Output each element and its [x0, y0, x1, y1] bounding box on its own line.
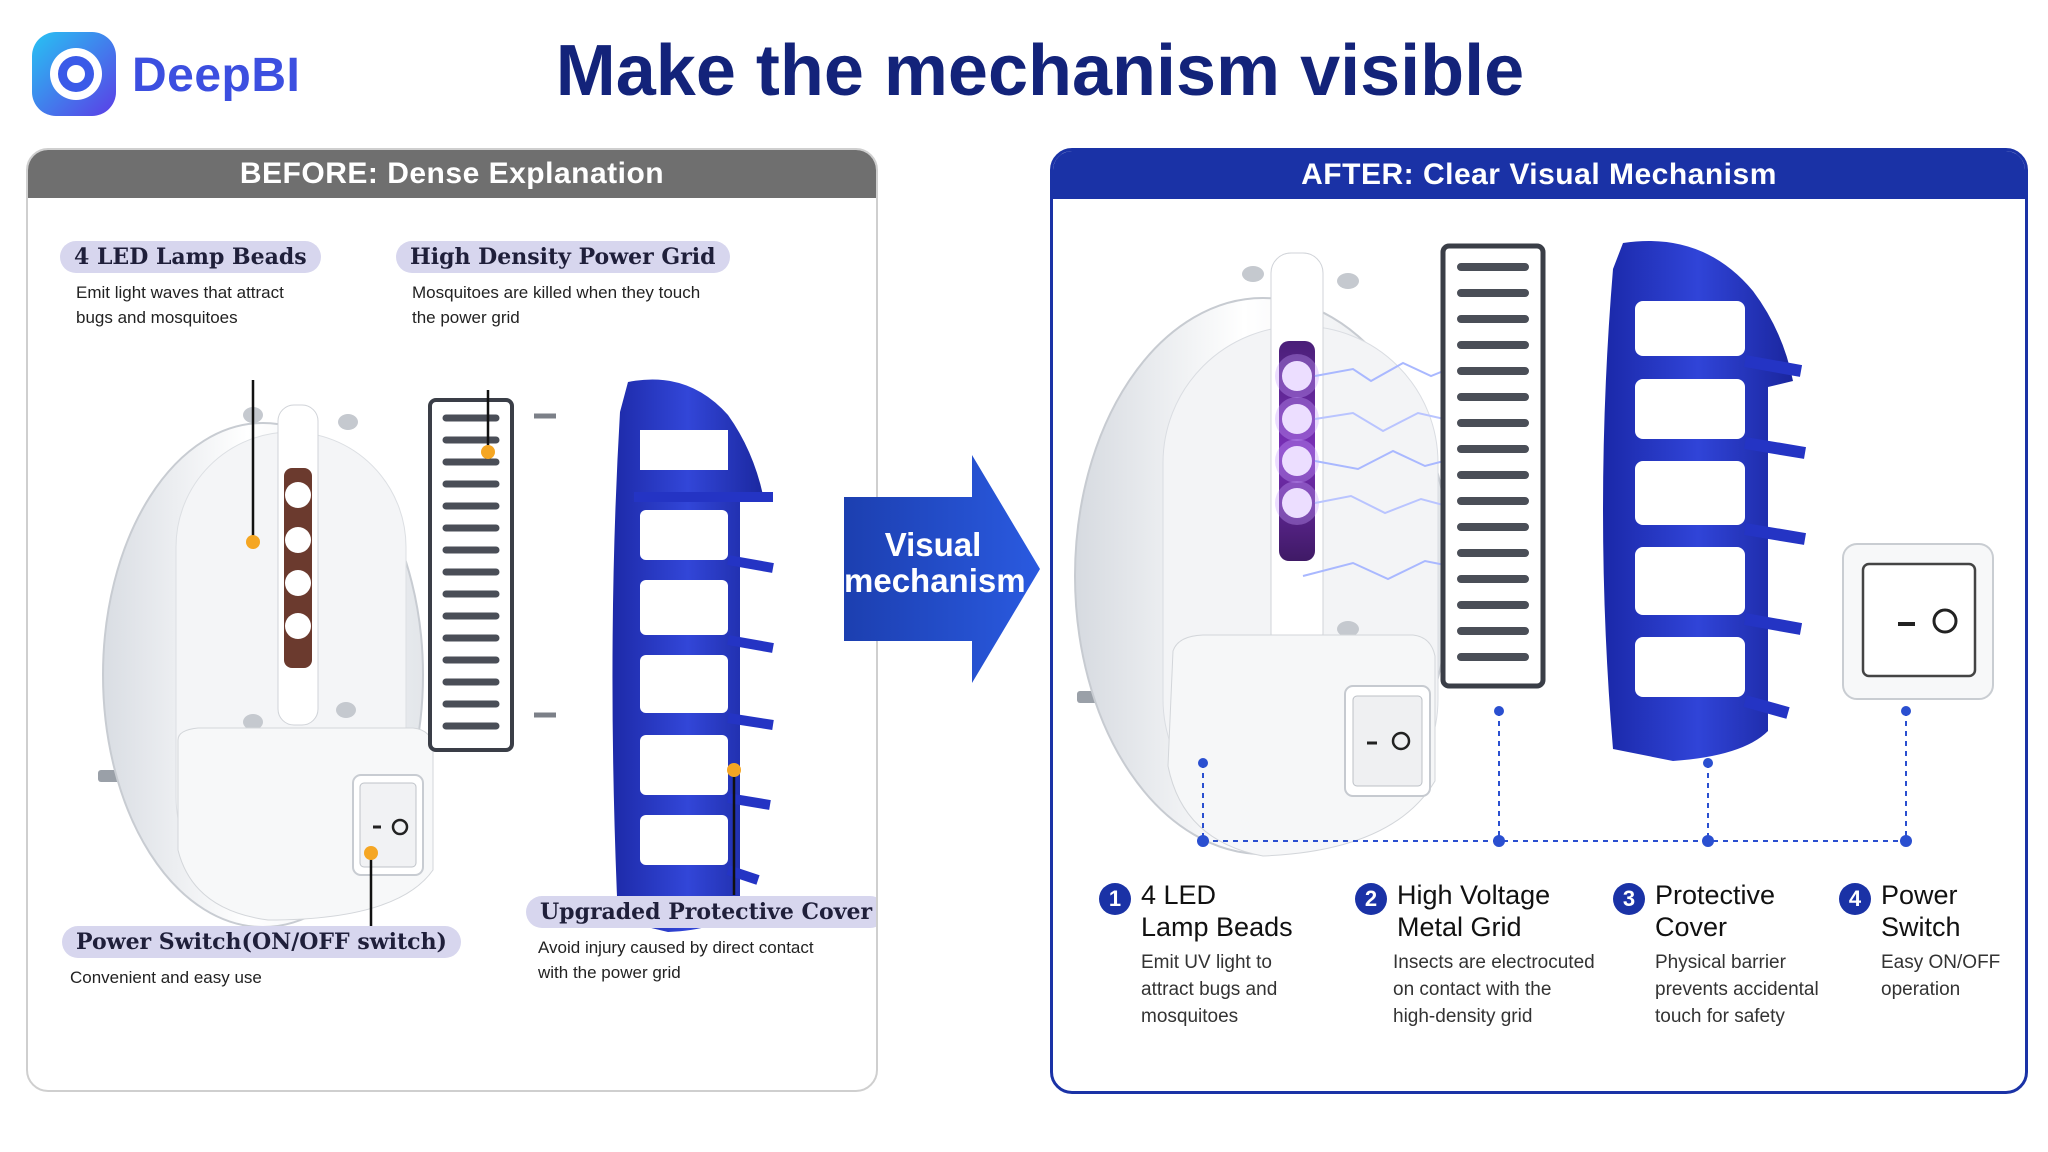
page-title: Make the mechanism visible — [555, 31, 1525, 111]
before-callout-grid-line-1: Mosquitoes are killed when they touch — [412, 283, 701, 302]
before-product-illustration — [98, 379, 774, 940]
after-panel-header: AFTER: Clear Visual Mechanism — [1053, 151, 2025, 199]
after-item-3-title-line-1: Protective — [1655, 880, 1776, 910]
after-item-2-desc-line-1: Insects are electrocuted — [1393, 952, 1595, 973]
before-callout-cover-line-2: with the power grid — [538, 963, 681, 982]
before-callout-grid-title: High Density Power Grid — [396, 241, 730, 273]
before-callout-grid-desc: Mosquitoes are killed when they touch th… — [412, 280, 700, 330]
after-item-3-desc-line-3: touch for safety — [1655, 1006, 1785, 1027]
after-item-4-title-line-1: Power — [1881, 880, 1958, 910]
after-item-4-title: Power Switch — [1881, 879, 1961, 943]
after-item-3-desc-line-2: prevents accidental — [1655, 979, 1819, 1000]
brand-name: DeepBI — [132, 49, 301, 102]
brand-logo-icon — [32, 32, 116, 116]
after-item-1-desc-line-3: mosquitoes — [1141, 1006, 1239, 1027]
after-item-3-desc: Physical barrier prevents accidental tou… — [1655, 949, 1819, 1030]
before-callout-cover-line-1: Avoid injury caused by direct contact — [538, 938, 814, 957]
before-callout-switch-title: Power Switch(ON/OFF switch) — [62, 926, 461, 958]
after-item-2-desc: Insects are electrocuted on contact with… — [1393, 949, 1595, 1030]
transition-arrow-label: Visual mechanism — [844, 526, 1026, 599]
before-callout-led-line-1: Emit light waves that attract — [76, 283, 284, 302]
brand-logo: DeepBI — [30, 30, 330, 120]
after-item-2-title: High Voltage Metal Grid — [1397, 879, 1550, 943]
arrow-label-line-1: Visual — [884, 526, 982, 563]
after-item-4-desc-line-2: operation — [1881, 979, 1961, 1000]
after-item-2-number: 2 — [1355, 883, 1387, 915]
before-callout-switch-desc: Convenient and easy use — [70, 965, 262, 990]
arrow-label-line-2: mechanism — [844, 562, 1026, 599]
after-item-3-desc-line-1: Physical barrier — [1655, 952, 1786, 973]
after-item-2-desc-line-2: on contact with the — [1393, 979, 1552, 1000]
before-callout-cover-desc: Avoid injury caused by direct contact wi… — [538, 935, 814, 985]
after-item-4-title-line-2: Switch — [1881, 912, 1961, 942]
after-item-1-desc-line-2: attract bugs and — [1141, 979, 1278, 1000]
before-callout-led-title: 4 LED Lamp Beads — [60, 241, 321, 273]
after-item-3-number: 3 — [1613, 883, 1645, 915]
before-panel: BEFORE: Dense Explanation — [26, 148, 878, 1092]
after-item-4-number: 4 — [1839, 883, 1871, 915]
after-item-2-title-line-1: High Voltage — [1397, 880, 1551, 910]
transition-arrow — [844, 455, 1040, 683]
after-item-1-number: 1 — [1099, 883, 1131, 915]
after-item-2-title-line-2: Metal Grid — [1397, 912, 1522, 942]
before-callout-led-line-2: bugs and mosquitoes — [76, 308, 238, 327]
after-item-3-title: Protective Cover — [1655, 879, 1775, 943]
before-callout-led-desc: Emit light waves that attract bugs and m… — [76, 280, 284, 330]
after-item-1-desc-line-1: Emit UV light to — [1141, 952, 1272, 973]
after-item-2-desc-line-3: high-density grid — [1393, 1006, 1533, 1027]
before-callout-switch-line-1: Convenient and easy use — [70, 968, 262, 987]
after-item-1-title-line-2: Lamp Beads — [1141, 912, 1293, 942]
after-item-1-title: 4 LED Lamp Beads — [1141, 879, 1293, 943]
after-panel: AFTER: Clear Visual Mechanism — [1050, 148, 2028, 1094]
after-product-illustration — [1074, 241, 1994, 857]
after-item-1-title-line-1: 4 LED — [1141, 880, 1217, 910]
before-panel-header: BEFORE: Dense Explanation — [28, 150, 876, 198]
before-callout-cover-title: Upgraded Protective Cover — [526, 896, 876, 928]
before-callout-grid-line-2: the power grid — [412, 308, 520, 327]
after-item-1-desc: Emit UV light to attract bugs and mosqui… — [1141, 949, 1277, 1030]
after-item-4-desc-line-1: Easy ON/OFF — [1881, 952, 2001, 973]
after-item-4-desc: Easy ON/OFF operation — [1881, 949, 2000, 1003]
after-item-3-title-line-2: Cover — [1655, 912, 1728, 942]
